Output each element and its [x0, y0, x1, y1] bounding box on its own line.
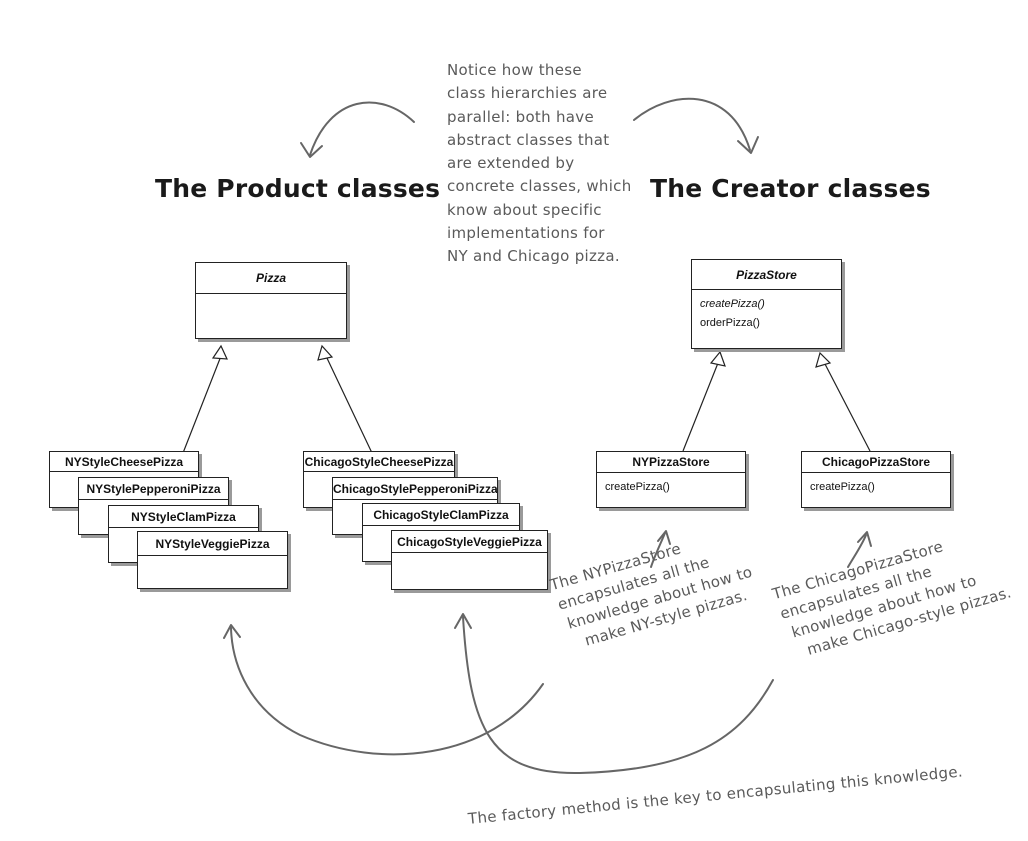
chicagopizzastore-class-name: ChicagoPizzaStore: [802, 452, 950, 473]
bottom-right-curve: [462, 616, 774, 775]
inheritance-chicagopizzastore: [815, 351, 871, 452]
pizza-class-name: Pizza: [196, 263, 346, 294]
nypizzastore-class-name: NYPizzaStore: [597, 452, 745, 473]
inheritance-ny-pizza: [182, 344, 228, 454]
top-note-line: Notice how these: [447, 61, 582, 79]
ny-note-arrow: [650, 532, 666, 568]
top-note-line: know about specific: [447, 200, 602, 219]
chicago-note-arrowhead: [857, 531, 872, 547]
ny-note-arrowhead: [657, 530, 671, 545]
class-name: ChicagoStylePepperoniPizza: [333, 478, 497, 500]
pizzastore-class-name: PizzaStore: [692, 260, 841, 290]
top-right-curved-arrow: [633, 97, 751, 151]
top-note-line: concrete classes, which: [447, 177, 632, 196]
top-note-line: are extended by: [447, 154, 575, 173]
class-name: NYStyleCheesePizza: [50, 452, 198, 472]
class-name: NYStyleClamPizza: [109, 506, 258, 528]
top-right-arrowhead: [737, 136, 759, 154]
top-left-arrowhead: [300, 142, 323, 158]
class-name: ChicagoStyleClamPizza: [363, 504, 519, 526]
ny-veggie-pizza-class: NYStyleVeggiePizza: [137, 531, 288, 589]
nypizzastore-operations: createPizza(): [597, 473, 745, 502]
bottom-left-arrowhead: [223, 624, 241, 639]
top-note-line: implementations for: [447, 224, 605, 243]
top-note-line: abstract classes that: [447, 130, 610, 149]
top-note-line: class hierarchies are: [447, 84, 608, 103]
top-note: Notice how these class hierarchies are p…: [447, 59, 647, 269]
class-name: ChicagoStyleVeggiePizza: [392, 531, 547, 553]
class-name: ChicagoStyleCheesePizza: [304, 452, 454, 472]
pizzastore-class: PizzaStore createPizza() orderPizza(): [691, 259, 842, 349]
top-left-curved-arrow: [309, 101, 415, 156]
pizzastore-operations: createPizza() orderPizza(): [692, 290, 841, 338]
inheritance-nypizzastore: [682, 350, 726, 452]
create-pizza-op: createPizza(): [810, 481, 875, 493]
chicago-note-arrow: [847, 534, 867, 568]
create-pizza-op: createPizza(): [605, 481, 670, 493]
bottom-right-arrowhead: [454, 613, 472, 629]
chicagopizzastore-class: ChicagoPizzaStore createPizza(): [801, 451, 951, 508]
create-pizza-abstract-op: createPizza(): [700, 298, 765, 310]
inheritance-chicago-pizza: [317, 344, 373, 454]
top-note-line: parallel: both have: [447, 107, 594, 126]
order-pizza-op: orderPizza(): [700, 317, 760, 329]
pizza-class: Pizza: [195, 262, 347, 339]
class-name: NYStyleVeggiePizza: [138, 532, 287, 556]
creator-heading: The Creator classes: [650, 174, 931, 203]
chicagopizzastore-operations: createPizza(): [802, 473, 950, 502]
bottom-left-curve: [230, 627, 544, 756]
top-note-line: NY and Chicago pizza.: [447, 247, 620, 266]
chicago-veggie-pizza-class: ChicagoStyleVeggiePizza: [391, 530, 548, 590]
product-heading: The Product classes: [155, 174, 441, 203]
class-name: NYStylePepperoniPizza: [79, 478, 228, 500]
nypizzastore-class: NYPizzaStore createPizza(): [596, 451, 746, 508]
